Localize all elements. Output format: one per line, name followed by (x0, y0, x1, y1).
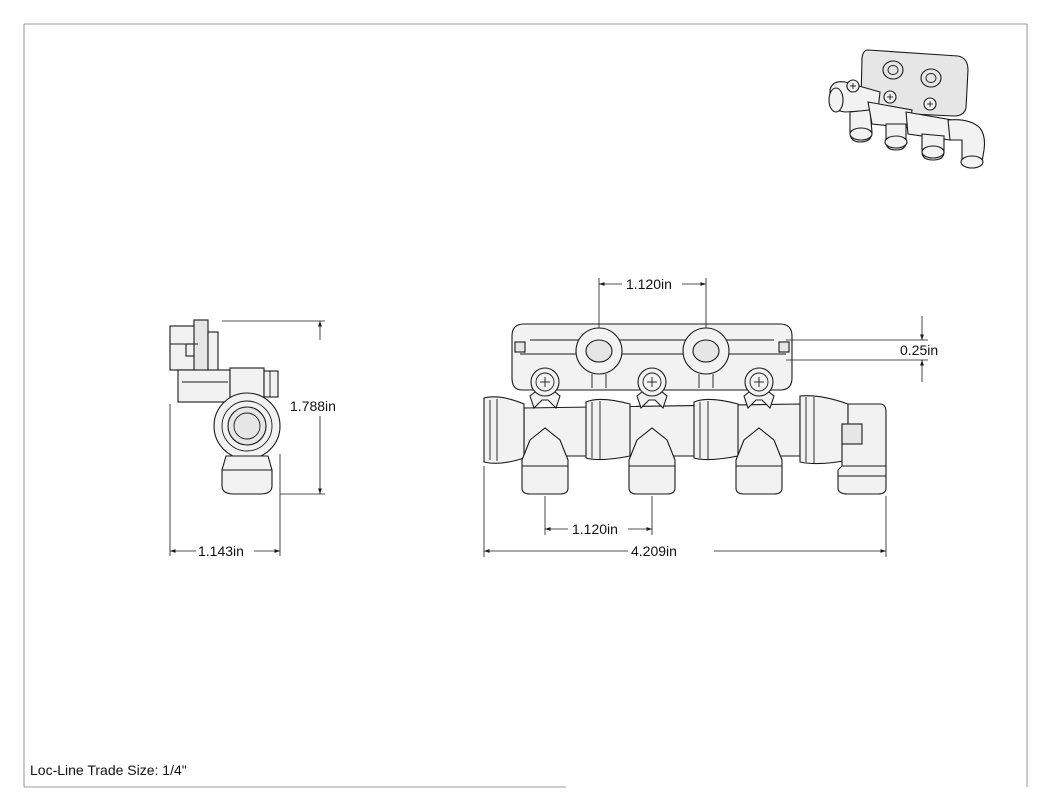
dim-label-overall-length: 4.209in (631, 543, 677, 559)
side-view (169, 319, 281, 495)
dim-side-height: 1.788in (222, 320, 336, 495)
dim-label-top-hole-spacing: 1.120in (626, 276, 672, 292)
dim-outlet-spacing: 1.120in (544, 496, 653, 537)
front-view (483, 323, 887, 495)
isometric-view (828, 49, 986, 169)
dim-label-outlet-spacing: 1.120in (572, 521, 618, 537)
screw-3 (743, 367, 775, 410)
trade-size-label: Loc-Line Trade Size: 1/4" (30, 762, 187, 778)
dim-top-hole-spacing: 1.120in (598, 276, 707, 328)
dim-label-top-offset: 0.25in (900, 342, 938, 358)
dim-label-side-height: 1.788in (290, 398, 336, 414)
dim-label-side-width: 1.143in (198, 543, 244, 559)
sheet-border (23, 23, 1028, 788)
dim-overall-length: 4.209in (483, 466, 887, 559)
screw-2 (636, 367, 668, 410)
dim-side-width: 1.143in (169, 404, 281, 559)
screw-1 (529, 367, 561, 410)
dim-top-offset: 0.25in (786, 316, 938, 382)
